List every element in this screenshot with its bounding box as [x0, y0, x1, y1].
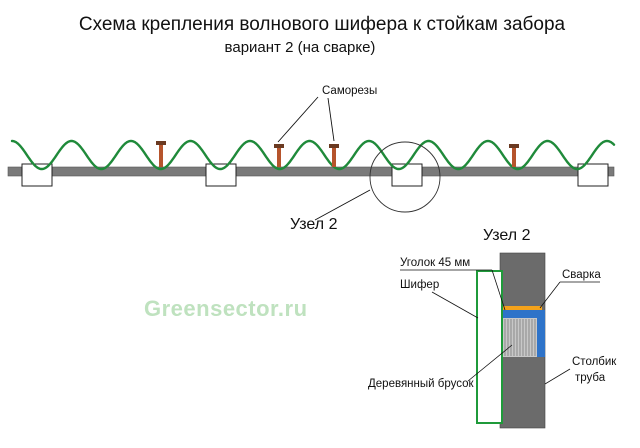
post-leader [544, 368, 571, 385]
diagram-subtitle: вариант 2 (на сварке) [225, 39, 376, 56]
slate-sheet [476, 270, 503, 424]
angle-label: Уголок 45 мм [400, 257, 470, 269]
post-label-line2: труба [575, 372, 606, 384]
horizontal-beam [7, 166, 615, 177]
fence-post-3 [391, 163, 423, 187]
wooden-bar [503, 318, 537, 357]
weld-seam [502, 306, 542, 310]
screw-1 [156, 141, 166, 167]
watermark: Greensector.ru [144, 296, 308, 321]
fence-post-4 [577, 163, 609, 187]
slate-leader [431, 291, 479, 319]
detail-title: Узел 2 [483, 227, 531, 244]
screws-label: Саморезы [322, 85, 377, 97]
slate-label: Шифер [400, 279, 439, 291]
weld-label: Сварка [562, 269, 601, 281]
bar-label: Деревянный брусок [368, 378, 475, 390]
screw-2 [274, 144, 284, 167]
angle-45mm [500, 310, 545, 318]
weld-leader-2 [539, 281, 561, 309]
screws-leader-1 [277, 96, 319, 143]
node-2-circle [369, 141, 441, 213]
angle-leader-2 [491, 269, 506, 311]
screw-3 [329, 144, 339, 167]
fence-post-2 [205, 163, 237, 187]
screw-4 [509, 144, 519, 167]
slate-wave [10, 139, 616, 171]
angle-45mm-side [537, 310, 545, 357]
node-2-callout-label: Узел 2 [290, 216, 338, 233]
diagram-title: Схема крепления волнового шифера к стойк… [79, 14, 566, 35]
bar-leader [467, 344, 513, 382]
post-label-line1: Столбик [572, 356, 617, 368]
node-2-leader [314, 189, 371, 221]
screws-leader-2 [327, 97, 335, 142]
